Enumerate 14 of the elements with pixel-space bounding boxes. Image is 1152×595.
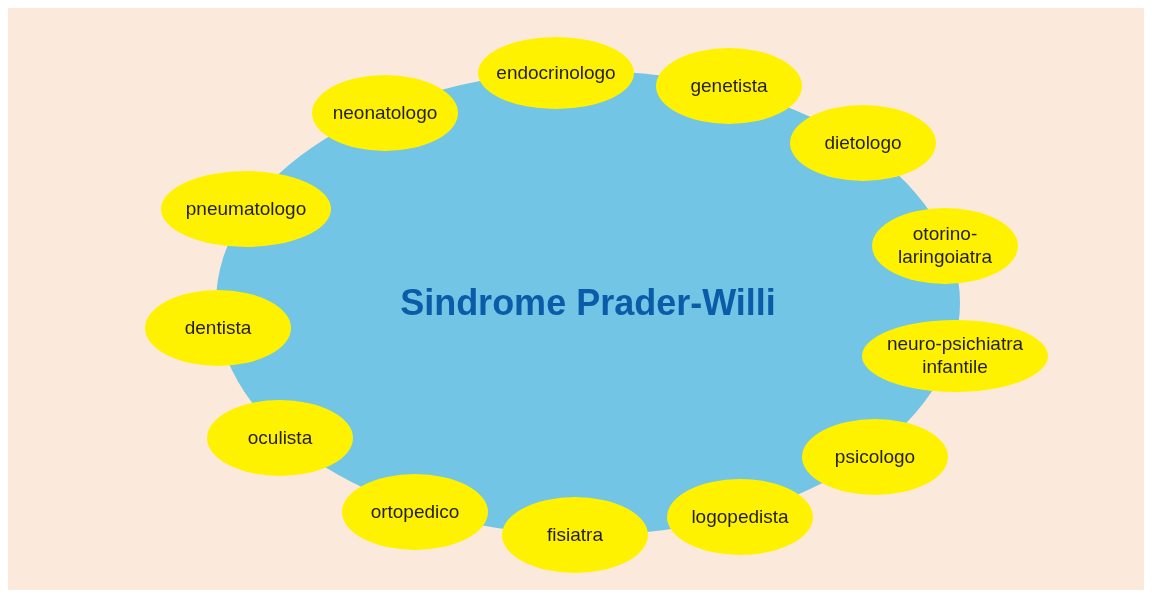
specialist-label: dentista — [184, 316, 252, 340]
central-label: Sindrome Prader-Willi — [400, 282, 776, 324]
specialist-label: pneumatologo — [185, 197, 307, 221]
specialist-label: ortopedico — [370, 500, 460, 524]
specialist-label: psicologo — [834, 445, 916, 469]
specialist-label: neonatologo — [332, 101, 438, 125]
specialist-label: fisiatra — [547, 523, 603, 547]
specialist-label: logopedista — [691, 505, 789, 529]
specialist-label: otorino-laringoiatra — [897, 223, 993, 269]
specialist-label: neuro-psichiatra infantile — [885, 333, 1025, 379]
specialist-label: genetista — [690, 74, 768, 98]
specialist-label: dietologo — [824, 131, 902, 155]
specialist-label: endocrinologo — [496, 61, 616, 85]
specialist-label: oculista — [247, 426, 313, 450]
